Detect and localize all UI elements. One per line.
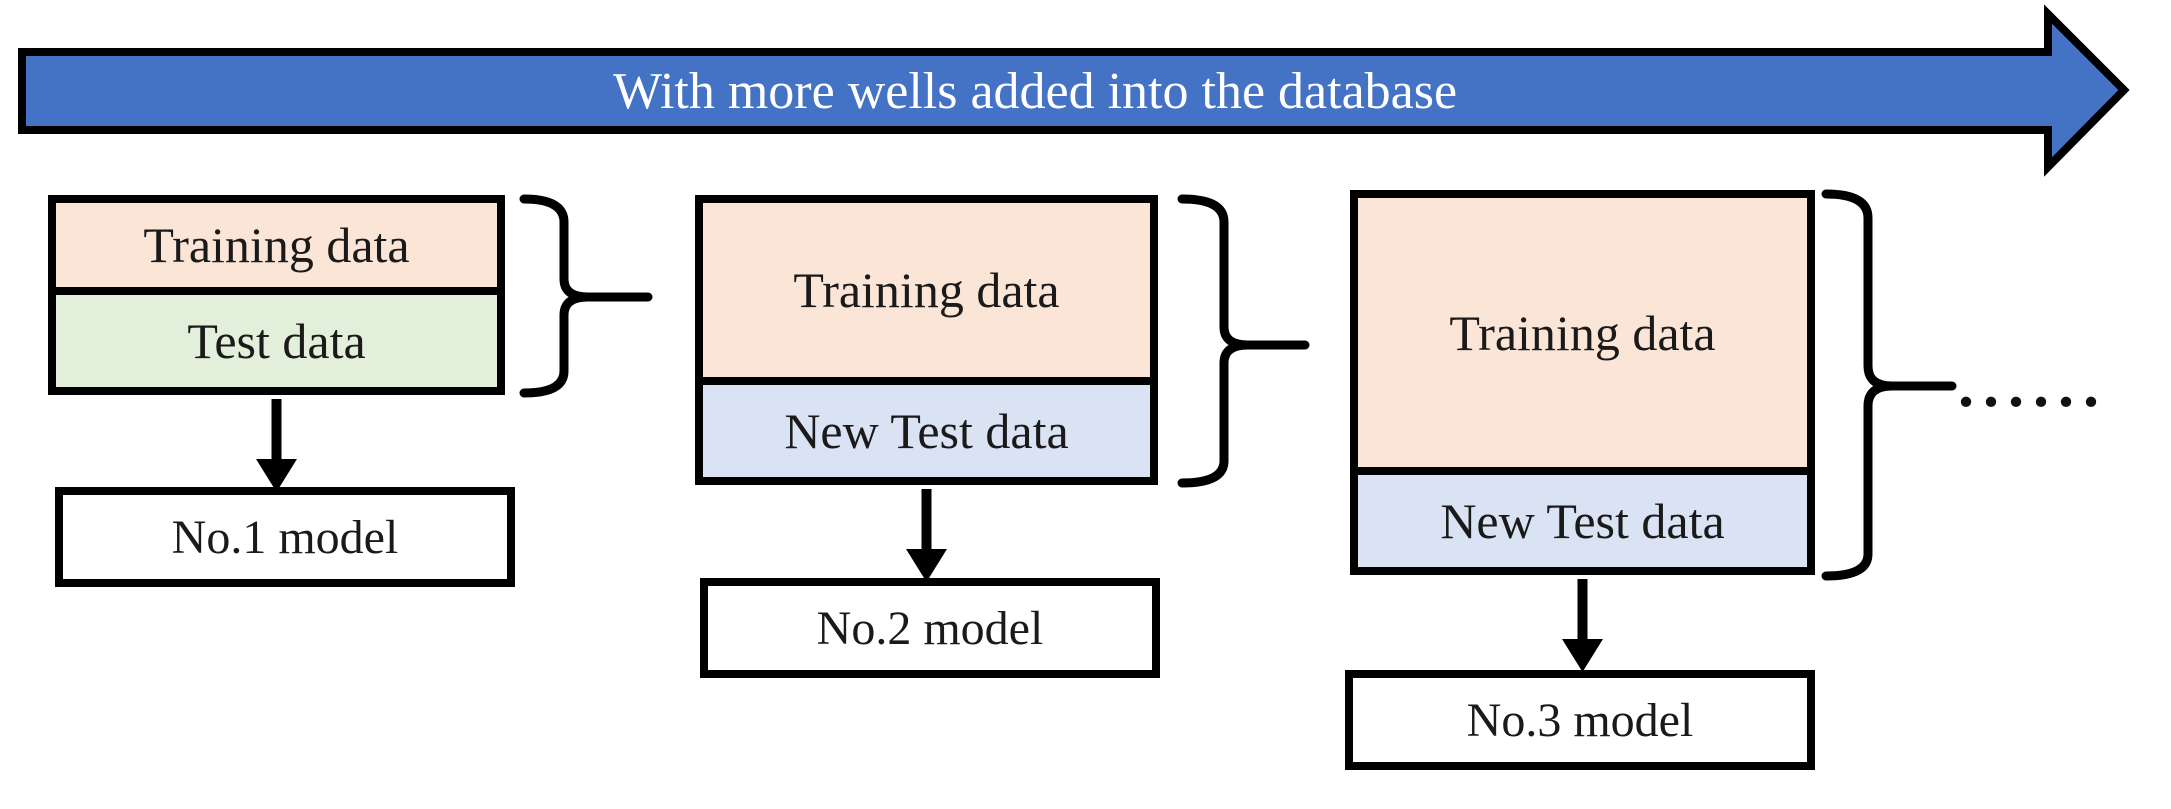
banner-arrow-right-icon xyxy=(18,4,2130,177)
training-data-box-2: Training data xyxy=(703,203,1150,385)
brace-group-2 xyxy=(1177,194,1253,488)
down-arrow-2-head-icon xyxy=(906,549,947,582)
data-stack-iteration-1: Training data Test data xyxy=(48,195,505,395)
banner-label: With more wells added into the database xyxy=(612,62,1458,120)
data-stack-iteration-3: Training data New Test data xyxy=(1350,190,1815,575)
data-stack-iteration-2: Training data New Test data xyxy=(695,195,1158,485)
model-box-2: No.2 model xyxy=(700,578,1160,678)
model-box-3: No.3 model xyxy=(1345,670,1815,770)
new-test-data-box-2: New Test data xyxy=(703,385,1150,477)
test-data-box-1: Test data xyxy=(56,295,497,387)
training-data-box-3: Training data xyxy=(1358,198,1807,475)
brace-group-3 xyxy=(1821,189,1897,581)
down-arrow-1-head-icon xyxy=(256,459,297,492)
model-box-1: No.1 model xyxy=(55,487,515,587)
continuation-ellipsis: ...... xyxy=(1958,349,2108,420)
down-arrow-3-head-icon xyxy=(1562,639,1603,672)
training-data-box-1: Training data xyxy=(56,203,497,295)
new-test-data-box-3: New Test data xyxy=(1358,475,1807,567)
brace-group-1 xyxy=(519,194,593,398)
